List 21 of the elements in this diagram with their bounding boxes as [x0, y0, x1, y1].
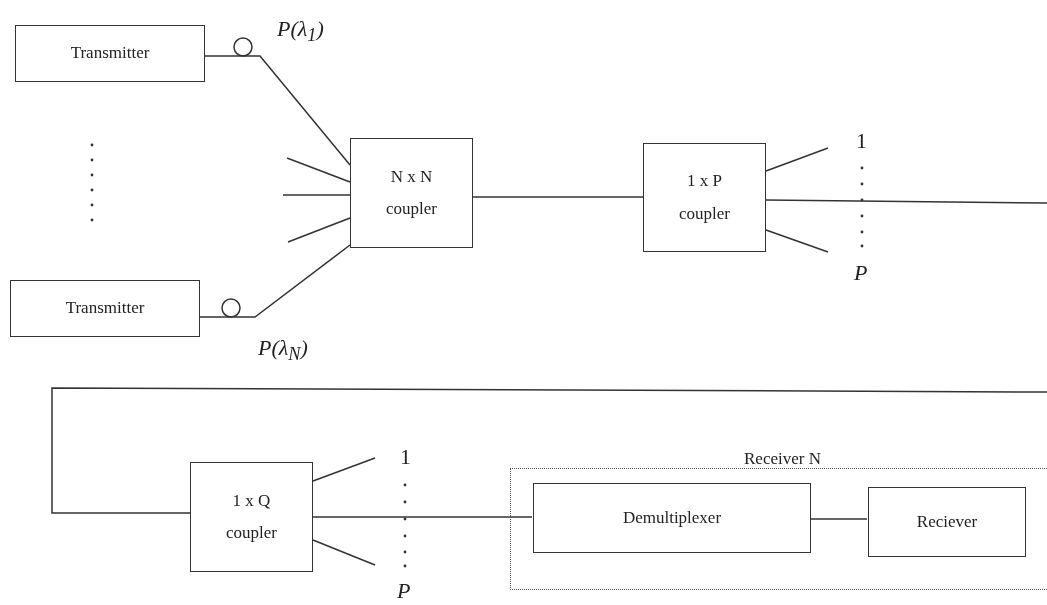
port-number: 1	[856, 128, 867, 154]
signal-label: P(λ$_{1}$)	[277, 16, 324, 47]
component-box: N x N coupler	[350, 138, 473, 248]
signal-label: P(λ$_{N}$)	[258, 335, 308, 366]
group-title: Receiver N	[744, 448, 821, 470]
fiber-line	[51, 387, 1047, 514]
fiber-line	[204, 55, 351, 166]
port-number: 1	[400, 444, 411, 470]
component-box: Demultiplexer	[533, 483, 811, 553]
component-box: 1 x P coupler	[643, 143, 766, 252]
fiber-line	[472, 196, 644, 198]
fiber-line	[312, 516, 533, 518]
fiber-line	[809, 518, 868, 520]
component-box: Reciever	[868, 487, 1026, 557]
signal-label: P	[854, 260, 868, 286]
component-box: Transmitter	[10, 280, 200, 337]
signal-label: P	[397, 578, 411, 604]
component-box: 1 x Q coupler	[190, 462, 313, 572]
fiber-line	[199, 244, 351, 318]
component-box: Transmitter	[15, 25, 205, 82]
fiber-line	[765, 199, 1047, 204]
